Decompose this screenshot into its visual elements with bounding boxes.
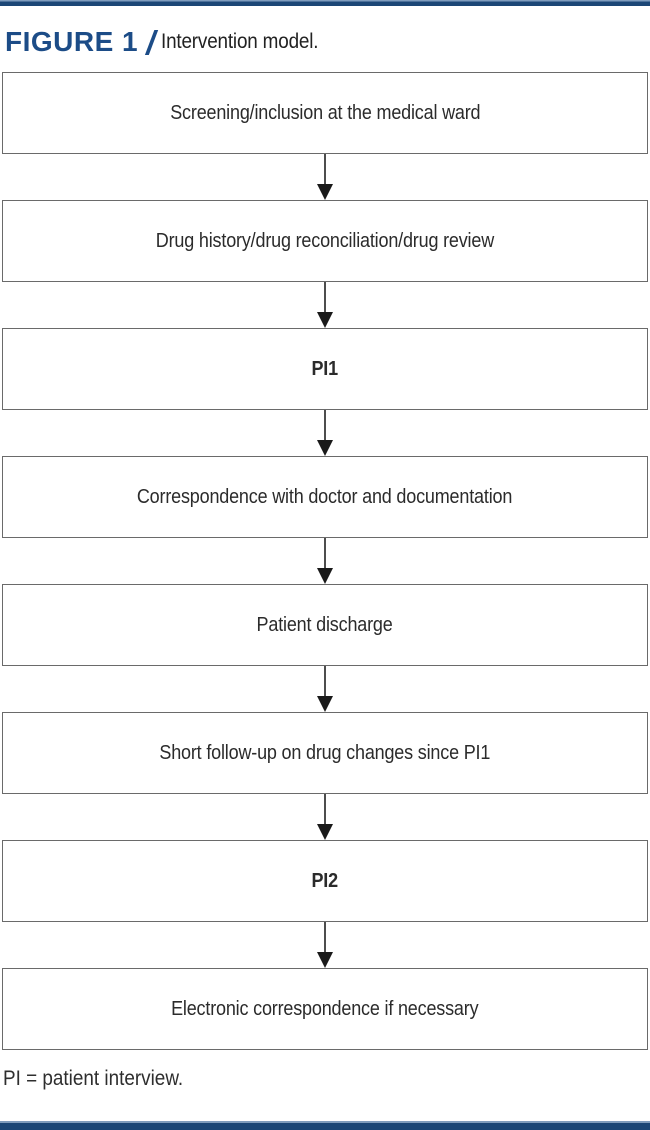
flow-box-drug-history: Drug history/drug reconciliation/drug re… [2, 200, 648, 282]
flow-box-label: Correspondence with doctor and documenta… [137, 485, 513, 508]
flow-box-discharge: Patient discharge [2, 584, 648, 666]
flow-box-label: Short follow-up on drug changes since PI… [159, 741, 491, 764]
arrow-line [324, 666, 326, 696]
flow-arrow [0, 538, 650, 584]
flow-box-label: Patient discharge [256, 613, 394, 636]
figure-header: FIGURE 1 / Intervention model. [5, 23, 650, 61]
flow-box-electronic: Electronic correspondence if necessary [2, 968, 648, 1050]
flow-box-pi1: PI1 [2, 328, 648, 410]
flow-box-label: PI2 [311, 869, 339, 892]
figure-title: Intervention model. [161, 30, 336, 54]
figure-title-text: Intervention model. [161, 30, 319, 53]
flow-arrow [0, 410, 650, 456]
flow-box-label: Electronic correspondence if necessary [171, 997, 479, 1020]
flow-arrow [0, 154, 650, 200]
figure-number-label: FIGURE 1 [5, 26, 139, 57]
arrow-down-icon [317, 824, 333, 840]
flow-box-label: Drug history/drug reconciliation/drug re… [155, 229, 495, 252]
slash-separator: / [146, 23, 156, 61]
top-accent-bar [0, 0, 650, 6]
flow-arrow [0, 794, 650, 840]
figure-footnote: PI = patient interview. [3, 1067, 650, 1091]
arrow-down-icon [317, 952, 333, 968]
flow-arrow [0, 666, 650, 712]
arrow-down-icon [317, 696, 333, 712]
arrow-line [324, 154, 326, 184]
flow-arrow [0, 922, 650, 968]
arrow-down-icon [317, 440, 333, 456]
flow-box-label: Screening/inclusion at the medical ward [169, 101, 481, 124]
flow-box-label: PI1 [311, 357, 339, 380]
arrow-line [324, 410, 326, 440]
arrow-line [324, 794, 326, 824]
arrow-down-icon [317, 568, 333, 584]
arrow-down-icon [317, 184, 333, 200]
bottom-accent-bar [0, 1121, 650, 1130]
arrow-down-icon [317, 312, 333, 328]
footnote-text: PI = patient interview. [3, 1067, 184, 1090]
flow-box-correspondence: Correspondence with doctor and documenta… [2, 456, 648, 538]
arrow-line [324, 282, 326, 312]
flowchart: Screening/inclusion at the medical ward … [0, 72, 650, 1050]
arrow-line [324, 538, 326, 568]
flow-box-follow-up: Short follow-up on drug changes since PI… [2, 712, 648, 794]
flow-box-screening: Screening/inclusion at the medical ward [2, 72, 648, 154]
flow-arrow [0, 282, 650, 328]
flow-box-pi2: PI2 [2, 840, 648, 922]
arrow-line [324, 922, 326, 952]
